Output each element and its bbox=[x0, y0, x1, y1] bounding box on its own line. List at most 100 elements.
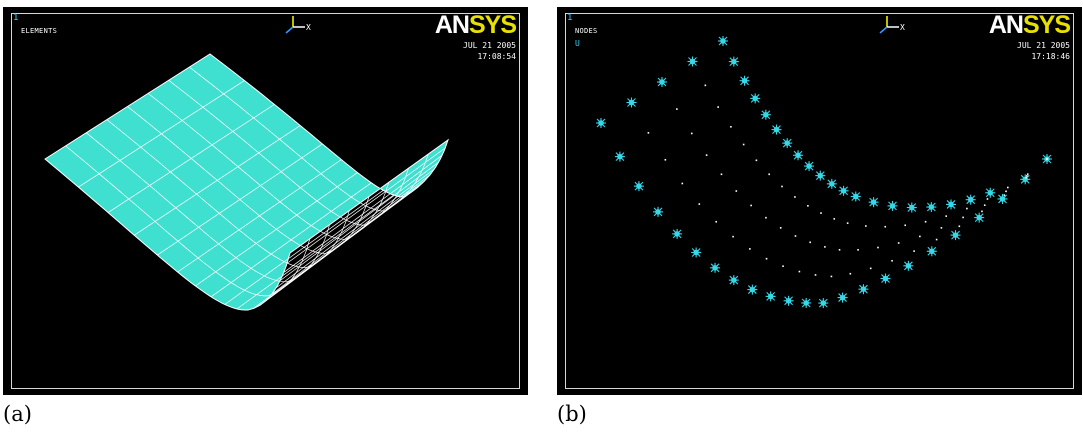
ansys-logo: ANSYS bbox=[434, 11, 517, 39]
node-dot bbox=[897, 242, 900, 244]
node-dot bbox=[755, 159, 758, 162]
date-text: JUL 21 2005 bbox=[1017, 41, 1070, 50]
window-number: 1 bbox=[567, 13, 573, 23]
plot-frame bbox=[565, 13, 1074, 389]
constraint-node bbox=[710, 262, 721, 273]
node-dot bbox=[768, 173, 770, 176]
date-text: JUL 21 2005 bbox=[463, 41, 516, 50]
mesh-line bbox=[279, 162, 439, 281]
mesh-line bbox=[134, 125, 301, 236]
node-dot bbox=[865, 225, 867, 227]
node-dot bbox=[732, 235, 734, 238]
element-mesh bbox=[44, 53, 449, 311]
node-dot bbox=[647, 132, 650, 134]
axis-x-label: X bbox=[900, 23, 905, 32]
time-text: 17:18:46 bbox=[1031, 52, 1070, 61]
constraint-node bbox=[750, 93, 761, 104]
mesh-line bbox=[236, 194, 394, 310]
timestamp: JUL 21 2005 17:08:54 bbox=[463, 40, 516, 62]
constraint-node bbox=[653, 206, 664, 217]
constraint-node bbox=[765, 291, 776, 302]
constraint-node bbox=[739, 75, 750, 86]
constraint-node bbox=[880, 273, 891, 284]
mesh-line bbox=[210, 182, 372, 298]
node-dot bbox=[849, 272, 852, 275]
constraint-node bbox=[672, 228, 683, 239]
node-dot bbox=[779, 227, 782, 229]
constraint-node bbox=[858, 284, 869, 295]
constraint-node bbox=[965, 194, 976, 205]
constraint-node bbox=[691, 247, 702, 258]
node-dot bbox=[749, 248, 751, 250]
ansys-logo: ANSYS bbox=[988, 11, 1071, 39]
plot-label: NODES bbox=[575, 27, 598, 35]
node-dot bbox=[704, 84, 707, 87]
node-dot bbox=[1046, 158, 1048, 160]
node-dot bbox=[924, 220, 927, 223]
mesh-line bbox=[78, 80, 245, 188]
node-dot bbox=[750, 204, 752, 207]
mesh-line bbox=[262, 185, 421, 304]
node-dot bbox=[1007, 186, 1009, 189]
node-dot bbox=[877, 246, 879, 249]
constraint-node bbox=[760, 109, 771, 120]
constraint-node bbox=[906, 202, 917, 213]
node-dot bbox=[781, 185, 783, 188]
constraint-node bbox=[926, 202, 937, 213]
node-dot bbox=[794, 235, 797, 237]
node-dot bbox=[814, 274, 817, 276]
constraint-node bbox=[850, 191, 861, 202]
node-dot bbox=[891, 259, 893, 262]
elements-plot-window: 1 ELEMENTS X ANSYS JUL 21 2005 17:08:54 bbox=[3, 7, 528, 395]
node-dot bbox=[765, 257, 768, 260]
node-dot bbox=[962, 216, 964, 219]
node-dot bbox=[846, 222, 849, 224]
timestamp: JUL 21 2005 17:18:46 bbox=[1017, 40, 1070, 62]
axis-triad-icon: X bbox=[285, 16, 311, 34]
node-dot bbox=[983, 204, 986, 206]
constraint-node bbox=[838, 185, 849, 196]
node-dot bbox=[904, 224, 907, 227]
node-dot bbox=[833, 218, 836, 220]
node-dot bbox=[1025, 176, 1027, 179]
plot-frame bbox=[11, 13, 520, 389]
constraint-node bbox=[626, 97, 637, 108]
node-dot bbox=[1005, 190, 1007, 193]
node-dot bbox=[698, 203, 701, 205]
node-dot bbox=[857, 249, 859, 251]
constraint-node bbox=[728, 56, 739, 67]
node-dot bbox=[676, 108, 678, 110]
node-dot bbox=[765, 216, 767, 219]
constraint-node bbox=[657, 77, 667, 87]
window-number: 1 bbox=[13, 13, 19, 23]
plot-label: ELEMENTS bbox=[21, 27, 58, 35]
caption-b: (b) bbox=[557, 402, 587, 426]
mesh-line bbox=[267, 180, 426, 300]
node-dot bbox=[782, 265, 784, 268]
constraint-node bbox=[926, 246, 937, 257]
constraint-node bbox=[633, 181, 644, 192]
constraint-node bbox=[801, 297, 812, 308]
node-dot bbox=[919, 235, 921, 238]
node-dot bbox=[869, 267, 872, 270]
constraint-node bbox=[887, 200, 898, 211]
node-dot bbox=[824, 246, 826, 248]
node-dot bbox=[958, 225, 961, 228]
node-dot bbox=[913, 250, 915, 252]
mesh-line bbox=[157, 143, 323, 256]
constraint-node bbox=[804, 161, 815, 172]
constraint-node bbox=[687, 56, 698, 67]
node-dot bbox=[742, 143, 745, 146]
constraint-node bbox=[837, 292, 848, 303]
mesh-line bbox=[283, 155, 443, 273]
node-dot bbox=[981, 210, 983, 213]
nodes-plot-window: 1 NODES U X ANSYS JUL 21 2005 17:18:46 bbox=[557, 7, 1082, 395]
constraint-node bbox=[783, 295, 794, 306]
constraint-node bbox=[826, 178, 837, 189]
constraint-node bbox=[747, 284, 758, 295]
node-plot bbox=[596, 36, 1052, 309]
node-dot bbox=[730, 125, 732, 128]
node-dot bbox=[681, 182, 684, 185]
constraint-node bbox=[985, 187, 996, 198]
constraint-node bbox=[868, 197, 879, 208]
